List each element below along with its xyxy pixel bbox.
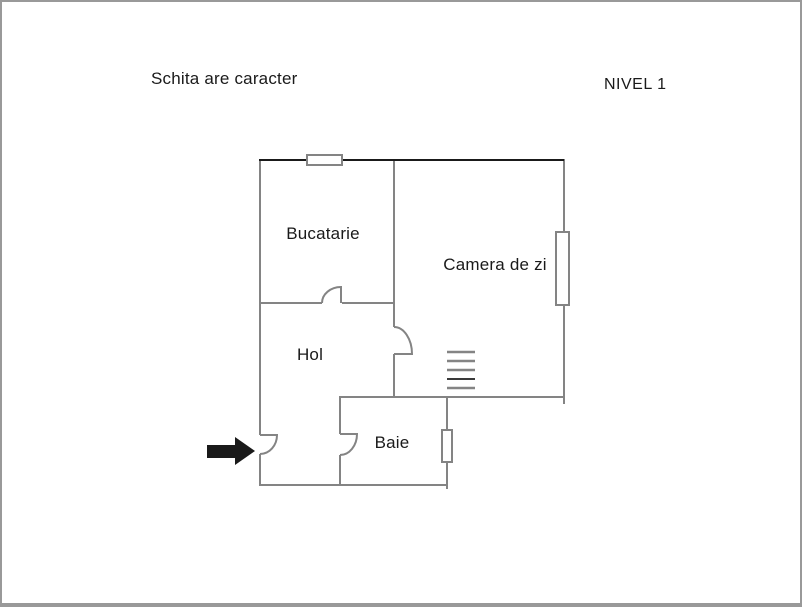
room-label-hol: Hol [296, 345, 324, 364]
window-bathroom-icon [441, 429, 453, 463]
door-entrance-icon [259, 434, 279, 455]
door-kitchen-icon [321, 285, 342, 304]
level-label: NIVEL 1 [604, 76, 667, 93]
doors-group [259, 285, 414, 456]
entrance-arrow-icon [207, 437, 255, 465]
page-title: Schita are caracter [151, 69, 298, 88]
door-living-room-icon [393, 326, 414, 355]
room-label-camera-de-zi: Camera de zi [443, 255, 547, 274]
room-label-bucatarie: Bucatarie [286, 224, 360, 243]
radiator-icon [447, 350, 475, 390]
windows-group [306, 154, 570, 463]
window-top-icon [306, 154, 343, 166]
walls-group [259, 159, 565, 489]
room-label-baie: Baie [374, 433, 410, 452]
window-living-room-icon [555, 231, 570, 306]
door-bathroom-icon [339, 433, 359, 456]
